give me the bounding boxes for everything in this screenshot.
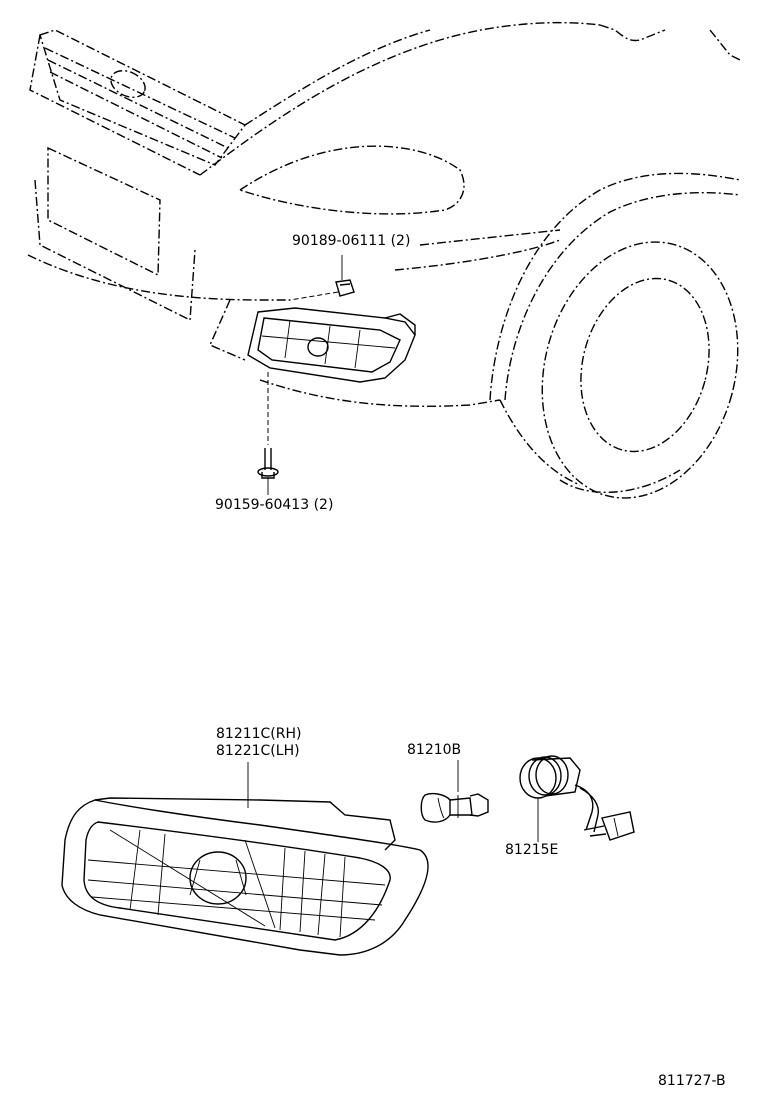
callout-lamp-lh: 81221C(LH)	[216, 743, 300, 759]
lamp-assembly-large	[61, 797, 429, 956]
clip-nut-part	[335, 279, 355, 297]
callout-clip-nut: 90189-06111 (2)	[292, 233, 411, 249]
callout-socket: 81215E	[505, 842, 559, 858]
callout-screw: 90159-60413 (2)	[215, 497, 334, 513]
callout-lamp-rh: 81211C(RH)	[216, 726, 302, 742]
vehicle-body-outline	[27, 21, 741, 499]
screw-part	[257, 372, 279, 495]
figure-code: 811727-B	[658, 1073, 726, 1089]
clip-nut-leader	[289, 291, 339, 301]
installed-lamp	[247, 307, 416, 383]
bulb-part	[420, 760, 489, 823]
callout-bulb: 81210B	[407, 742, 462, 758]
socket-part	[519, 755, 635, 842]
